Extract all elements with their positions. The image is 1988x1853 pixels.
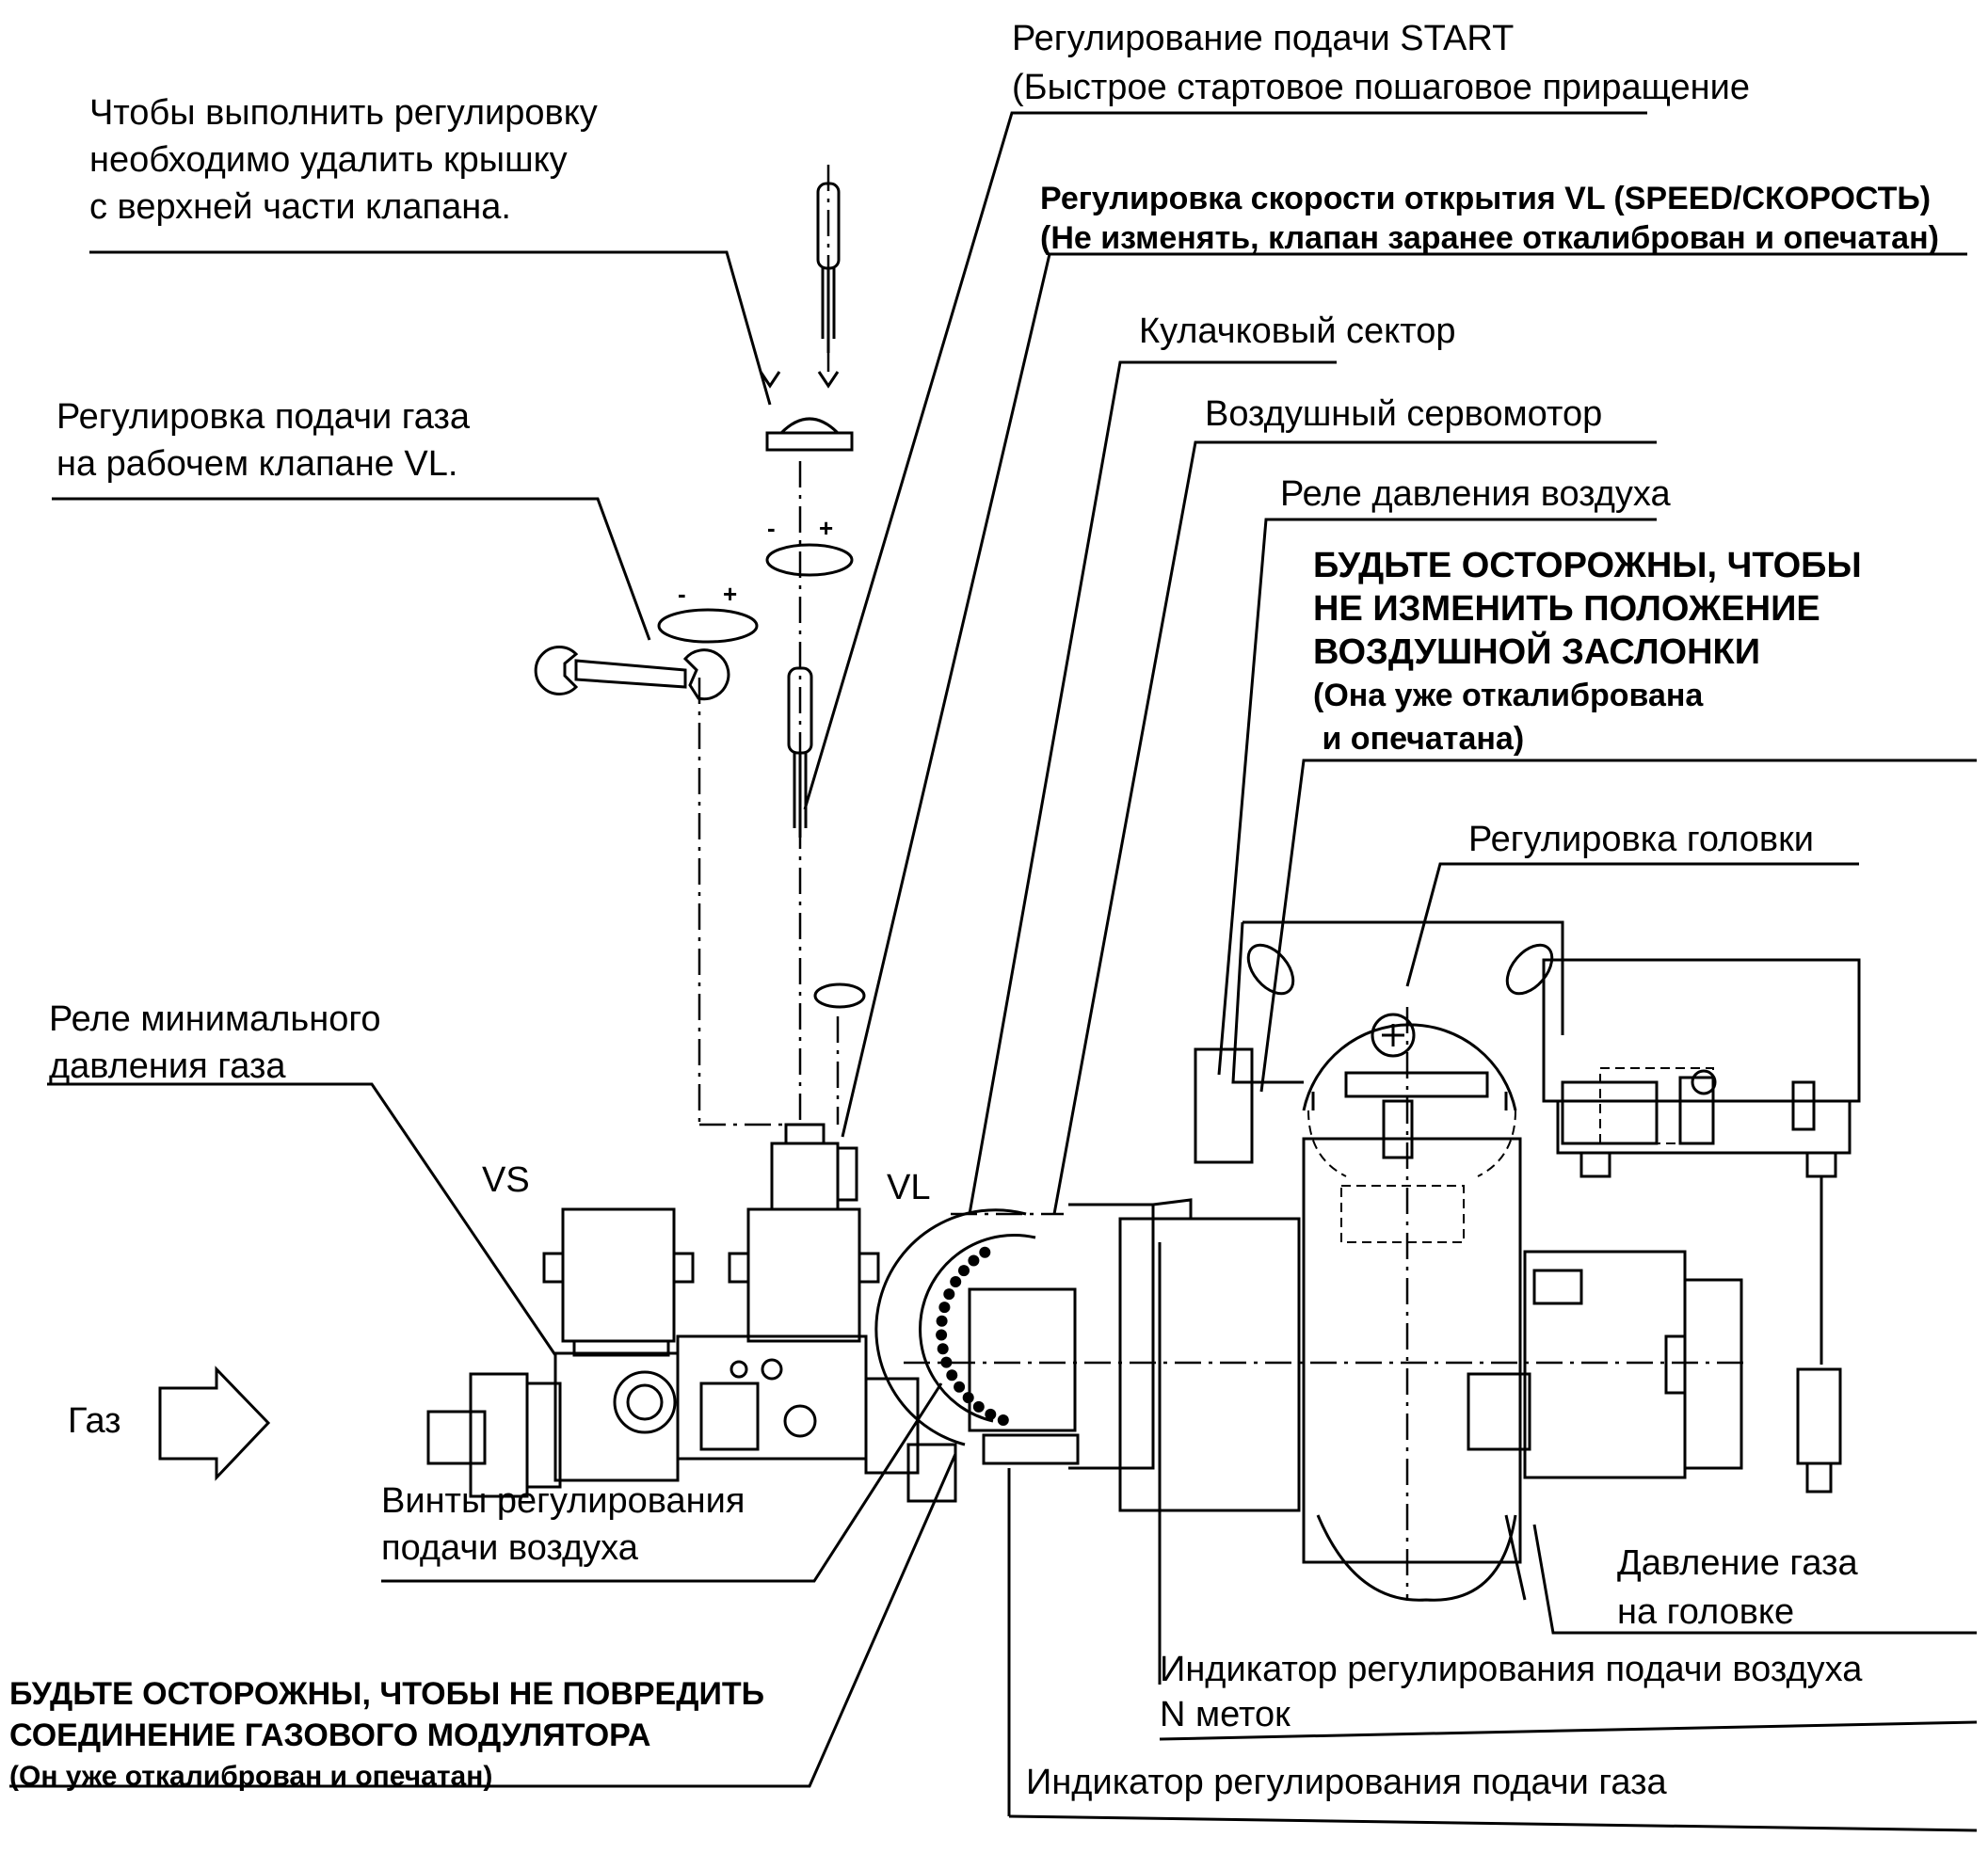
start-adjust-line-1: Регулирование подачи START xyxy=(1012,19,1515,58)
damper-warning-line-5: и опечатана) xyxy=(1313,721,1525,757)
gas-flow-vl-label: Регулировка подачи газа на рабочем клапа… xyxy=(56,393,470,487)
damper-warning-line-3: ВОЗДУШНОЙ ЗАСЛОНКИ xyxy=(1313,632,1761,672)
air-indicator-line-1: Индикатор регулирования подачи воздуха xyxy=(1160,1650,1863,1689)
air-screws-line-2: подачи воздуха xyxy=(381,1528,638,1568)
speed-adjust-line-2: (Не изменять, клапан заранее откалиброва… xyxy=(1040,220,1939,256)
axis-lines xyxy=(697,165,1751,1600)
cam-dot xyxy=(962,1392,974,1404)
speed-adjust-line-1: Регулировка скорости открытия VL (SPEED/… xyxy=(1040,181,1932,216)
gas-indicator-label: Индикатор регулирования подачи газа xyxy=(1026,1763,1667,1802)
damper-warning-line-2: НЕ ИЗМЕНИТЬ ПОЛОЖЕНИЕ xyxy=(1313,589,1820,629)
damper-warning-line-4: (Она уже откалибрована xyxy=(1313,678,1704,713)
gas-inlet-label: Газ xyxy=(68,1401,121,1441)
hidden-outline xyxy=(1307,1067,1714,1243)
cam-dot xyxy=(968,1254,980,1267)
air-indicator-line-2: N меток xyxy=(1160,1695,1291,1734)
cam-dot xyxy=(936,1315,948,1327)
min-gas-relay-line-1: Реле минимального xyxy=(49,999,381,1039)
start-adjust-label: Регулирование подачи START (Быстрое стар… xyxy=(1012,14,1750,112)
air-indicator-label: Индикатор регулирования подачи воздуха N… xyxy=(1160,1647,1862,1737)
damper-warning-line-1: БУДЬТЕ ОСТОРОЖНЫ, ЧТОБЫ xyxy=(1313,546,1862,585)
cam-dot xyxy=(946,1369,958,1382)
modulator-warning-line-1: БУДЬТЕ ОСТОРОЖНЫ, ЧТОБЫ НЕ ПОВРЕДИТЬ xyxy=(9,1676,765,1712)
cam-dot xyxy=(940,1356,953,1368)
head-gas-pressure-label: Давление газа на головке xyxy=(1617,1539,1858,1637)
cam-dot xyxy=(938,1302,951,1314)
min-gas-relay-line-2: давления газа xyxy=(49,1046,286,1086)
modulator-warning-label: БУДЬТЕ ОСТОРОЖНЫ, ЧТОБЫ НЕ ПОВРЕДИТЬ СОЕ… xyxy=(9,1673,764,1797)
minus-sign-1: - xyxy=(767,514,776,542)
cam-sector-dots xyxy=(936,1246,1009,1426)
plus-sign-1: + xyxy=(819,514,833,542)
top-note-line-1: Чтобы выполнить регулировку xyxy=(89,93,598,133)
air-screws-label: Винты регулирования подачи воздуха xyxy=(381,1478,745,1572)
valve-cover-icon xyxy=(765,417,854,452)
cam-dot xyxy=(950,1276,962,1287)
speed-adjust-label: Регулировка скорости открытия VL (SPEED/… xyxy=(1040,179,1939,258)
cam-dot xyxy=(937,1343,949,1355)
vl-label: VL xyxy=(887,1168,931,1207)
lower-screwdriver-icon xyxy=(787,666,813,838)
minus-sign-2: - xyxy=(678,580,686,608)
gas-valve-train xyxy=(426,1123,957,1503)
cam-dot xyxy=(985,1408,997,1420)
damper-warning-label: БУДЬТЕ ОСТОРОЖНЫ, ЧТОБЫ НЕ ИЗМЕНИТЬ ПОЛО… xyxy=(1313,544,1862,760)
plus-sign-2: + xyxy=(723,580,737,608)
head-adjust-label: Регулировка головки xyxy=(1468,820,1814,859)
cam-dot xyxy=(979,1246,991,1258)
leader-lines xyxy=(9,111,1978,1832)
gas-inlet-arrow-icon xyxy=(158,1366,271,1481)
cam-dot xyxy=(954,1381,966,1393)
cam-dot xyxy=(997,1414,1009,1426)
modulator-warning-line-2: СОЕДИНЕНИЕ ГАЗОВОГО МОДУЛЯТОРА xyxy=(9,1717,651,1753)
head-gas-pressure-line-2: на головке xyxy=(1617,1592,1795,1632)
min-gas-relay-label: Реле минимального давления газа xyxy=(49,996,380,1090)
modulator-warning-line-3: (Он уже откалиброван и опечатан) xyxy=(9,1761,493,1792)
wrench-icon xyxy=(534,646,730,701)
cam-dot xyxy=(972,1400,985,1413)
gas-flow-vl-line-2: на рабочем клапане VL. xyxy=(56,444,458,484)
air-screws-line-1: Винты регулирования xyxy=(381,1481,746,1521)
start-adjust-line-2: (Быстрое стартовое пошаговое приращение xyxy=(1012,68,1750,107)
rotation-arrow-icon xyxy=(657,543,866,1009)
head-gas-pressure-line-1: Давление газа xyxy=(1617,1543,1858,1583)
cam-dot xyxy=(958,1265,970,1277)
adjust-symbols: - + - + xyxy=(678,514,833,608)
air-pressure-relay-label: Реле давления воздуха xyxy=(1280,474,1671,514)
cam-dot xyxy=(943,1288,955,1301)
upper-screwdriver-icon xyxy=(759,182,841,389)
vs-label: VS xyxy=(482,1160,530,1200)
top-note-line-3: с верхней части клапана. xyxy=(89,187,511,227)
top-note-line-2: необходимо удалить крышку xyxy=(89,140,568,180)
gas-flow-vl-line-1: Регулировка подачи газа xyxy=(56,397,471,437)
cam-sector-label: Кулачковый сектор xyxy=(1139,311,1456,351)
cam-dot xyxy=(936,1329,948,1341)
burner-body xyxy=(874,920,1861,1602)
top-note-label: Чтобы выполнить регулировку необходимо у… xyxy=(89,89,598,231)
air-servomotor-label: Воздушный сервомотор xyxy=(1205,394,1603,434)
